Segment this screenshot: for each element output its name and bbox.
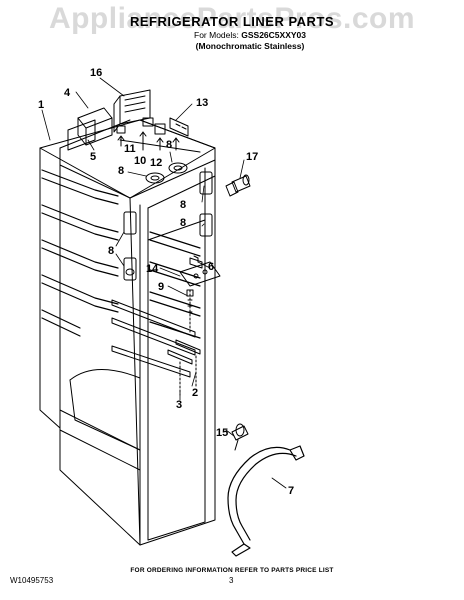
- callout-11: 11: [124, 143, 136, 155]
- crisper-rails: [111, 299, 196, 378]
- callout-8-right-lower: 8: [180, 217, 186, 229]
- callout-8-right-upper: 8: [180, 199, 186, 211]
- screw-part-9: [186, 289, 194, 333]
- callout-3: 3: [176, 399, 182, 411]
- callout-7: 7: [288, 485, 294, 497]
- finish-label: (Monochromatic Stainless): [195, 41, 305, 51]
- callout-14: 14: [146, 263, 159, 275]
- model-number: GSS26C5XXY03: [241, 30, 306, 40]
- leader-arrows: [117, 131, 180, 151]
- water-tube-fitting: [225, 174, 251, 197]
- ordering-info: FOR ORDERING INFORMATION REFER TO PARTS …: [130, 567, 334, 574]
- model-prefix: For Models:: [194, 30, 239, 40]
- callout-8-top: 8: [118, 165, 124, 177]
- callout-4: 4: [64, 87, 71, 99]
- page-title: REFRIGERATOR LINER PARTS: [129, 14, 335, 29]
- clip-part-6: [189, 255, 203, 269]
- callout-15: 15: [216, 427, 228, 439]
- callout-8-upper: 8: [166, 139, 172, 151]
- document-number: W10495753: [10, 576, 54, 585]
- callout-2: 2: [192, 387, 198, 399]
- callout-8-left: 8: [108, 245, 114, 257]
- small-clips: [116, 117, 189, 137]
- callout-17: 17: [246, 151, 258, 163]
- water-tube-7: [227, 445, 305, 557]
- watermark-text: AppliancePartsPros.com: [48, 2, 416, 35]
- callout-6: 6: [208, 261, 214, 273]
- light-sockets: [123, 162, 213, 281]
- rail-parts: [167, 339, 201, 396]
- callout-13: 13: [196, 97, 208, 109]
- callout-5: 5: [90, 151, 96, 163]
- air-damper-assembly: [67, 89, 151, 151]
- callout-12: 12: [150, 157, 162, 169]
- callout-9: 9: [158, 281, 164, 293]
- callout-1: 1: [38, 99, 44, 111]
- callout-10: 10: [134, 155, 146, 167]
- page-number: 3: [229, 576, 234, 585]
- callout-leaders: [41, 77, 287, 489]
- temperature-control: [179, 261, 221, 287]
- callout-16: 16: [90, 67, 102, 79]
- shelf-rails-left: [41, 169, 119, 337]
- refrigerator-liner: [39, 119, 216, 546]
- tube-fitting-15: [231, 423, 249, 451]
- model-info: For Models: GSS26C5XXY03 (Monochromatic …: [150, 30, 350, 52]
